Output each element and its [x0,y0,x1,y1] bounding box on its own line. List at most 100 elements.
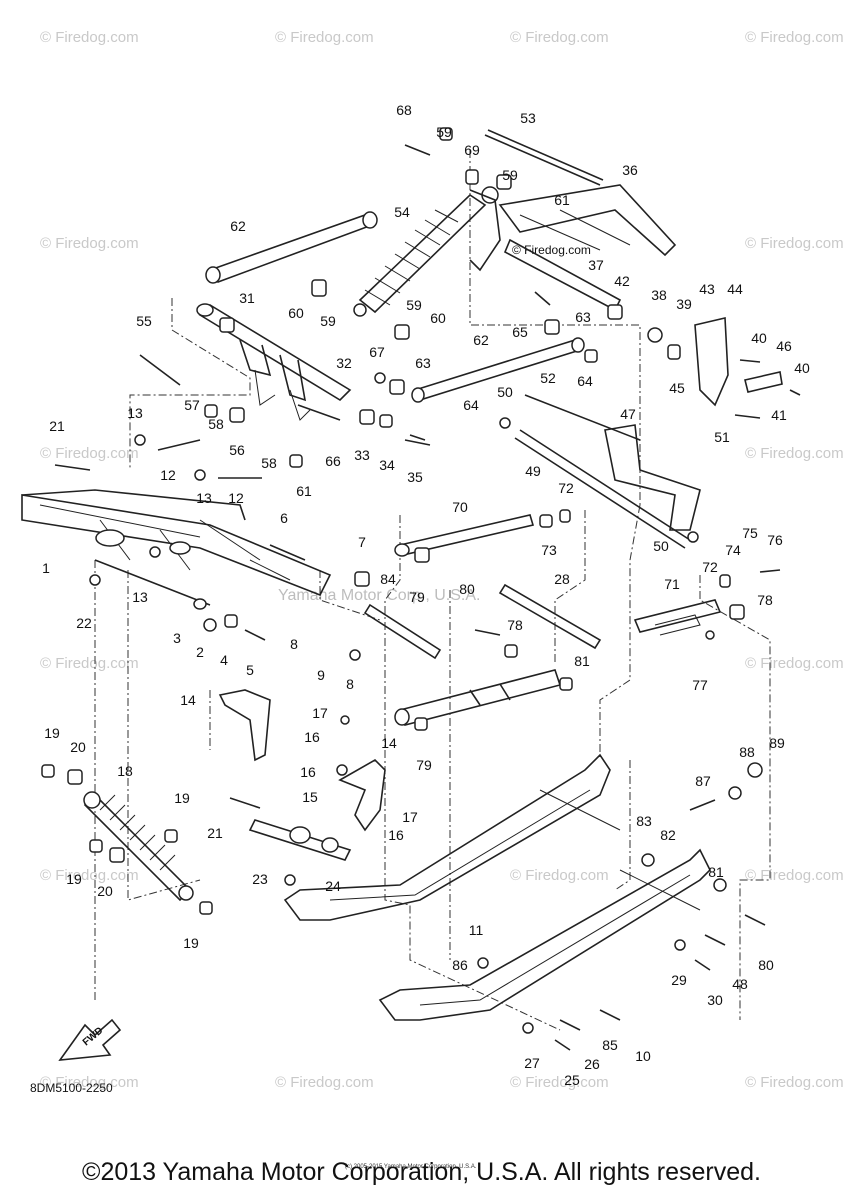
callout-60: 60 [288,305,304,321]
callout-13: 13 [196,490,212,506]
callout-78: 78 [757,592,773,608]
callout-64: 64 [577,373,593,389]
callout-72: 72 [702,559,718,575]
rod-28 [498,583,602,650]
bracket-14-right [338,759,386,832]
watermark: © Firedog.com [510,867,609,884]
callout-62: 62 [230,218,246,234]
watermark: © Firedog.com [745,867,843,884]
watermark: © Firedog.com [40,867,139,884]
callout-56: 56 [229,442,245,458]
callout-50: 50 [653,538,669,554]
tiny-copyright: (c) 2005-2015 Yamaha Motor Corporation, … [345,1164,477,1170]
callout-67: 67 [369,344,385,360]
callout-80: 80 [758,957,774,973]
callout-83: 83 [636,813,652,829]
callout-76: 76 [767,532,783,548]
callout-20: 20 [70,739,86,755]
callout-54: 54 [394,204,410,220]
callout-11: 11 [469,922,484,938]
callout-16: 16 [388,827,404,843]
watermark: © Firedog.com [40,655,139,672]
callout-8: 8 [346,676,354,692]
callout-40: 40 [751,330,767,346]
callout-31: 31 [239,290,255,306]
callout-78: 78 [507,617,523,633]
callout-16: 16 [300,764,316,780]
callout-9: 9 [317,667,325,683]
callout-60: 60 [430,310,446,326]
callout-24: 24 [325,878,341,894]
watermark: © Firedog.com [40,235,139,252]
callout-43: 43 [699,281,715,297]
callout-21: 21 [49,418,65,434]
callout-1: 1 [42,560,50,576]
callout-69: 69 [464,142,480,158]
watermark: © Firedog.com [745,445,843,462]
callout-18: 18 [117,763,133,779]
callout-3: 3 [173,630,181,646]
callout-26: 26 [584,1056,600,1072]
callout-44: 44 [727,281,743,297]
callout-33: 33 [354,447,370,463]
callout-81: 81 [708,864,724,880]
shaft-49 [519,429,691,541]
callout-28: 28 [554,571,570,587]
bracket-14-left [218,689,271,762]
callout-74: 74 [725,542,741,558]
callout-19: 19 [174,790,190,806]
callout-5: 5 [246,662,254,678]
callout-59: 59 [320,313,336,329]
callout-19: 19 [44,725,60,741]
callout-87: 87 [695,773,711,789]
watermark: © Firedog.com [275,1074,374,1091]
callout-89: 89 [769,735,785,751]
callout-20: 20 [97,883,113,899]
callout-14: 14 [180,692,196,708]
bolts [54,144,801,1051]
callout-58: 58 [261,455,277,471]
slide-rail [283,753,711,1021]
callout-61: 61 [296,483,312,499]
callout-88: 88 [739,744,755,760]
callout-30: 30 [707,992,723,1008]
rod-53-edge [487,129,604,181]
callout-63: 63 [415,355,431,371]
callout-12: 12 [160,467,176,483]
callout-41: 41 [771,407,787,423]
shock-81 [398,669,562,726]
callout-35: 35 [407,469,423,485]
callout-2: 2 [196,644,204,660]
callout-59: 59 [406,297,422,313]
stamp-watermark: © Firedog.com [512,243,591,257]
callout-70: 70 [452,499,468,515]
callout-79: 79 [416,757,432,773]
callout-59: 59 [502,167,518,183]
watermark: © Firedog.com [40,1074,139,1091]
callout-51: 51 [714,429,730,445]
callout-63: 63 [575,309,591,325]
callout-7: 7 [358,534,366,550]
callout-4: 4 [220,652,228,668]
parts-drawing: FWD [21,127,801,1061]
callout-layer: 68 59 53 69 59 61 36 62 54 37 42 31 60 5… [42,102,810,1088]
callout-15: 15 [302,789,318,805]
callout-27: 27 [524,1055,540,1071]
callout-84: 84 [380,571,396,587]
front-shock [83,791,194,902]
callout-77: 77 [692,677,708,693]
callout-25: 25 [564,1072,580,1088]
callout-59: 59 [436,124,452,140]
callout-13: 13 [127,405,143,421]
watermark-layer: © Firedog.com © Firedog.com © Firedog.co… [40,29,843,1091]
callout-75: 75 [742,525,758,541]
watermark: © Firedog.com [40,445,139,462]
bracket-47 [604,424,701,531]
callout-57: 57 [184,397,200,413]
callout-21: 21 [207,825,223,841]
callout-13: 13 [132,589,148,605]
callout-40: 40 [794,360,810,376]
callout-65: 65 [512,324,528,340]
center-watermark: Yamaha Motor Corp., U.S.A. [278,587,480,604]
